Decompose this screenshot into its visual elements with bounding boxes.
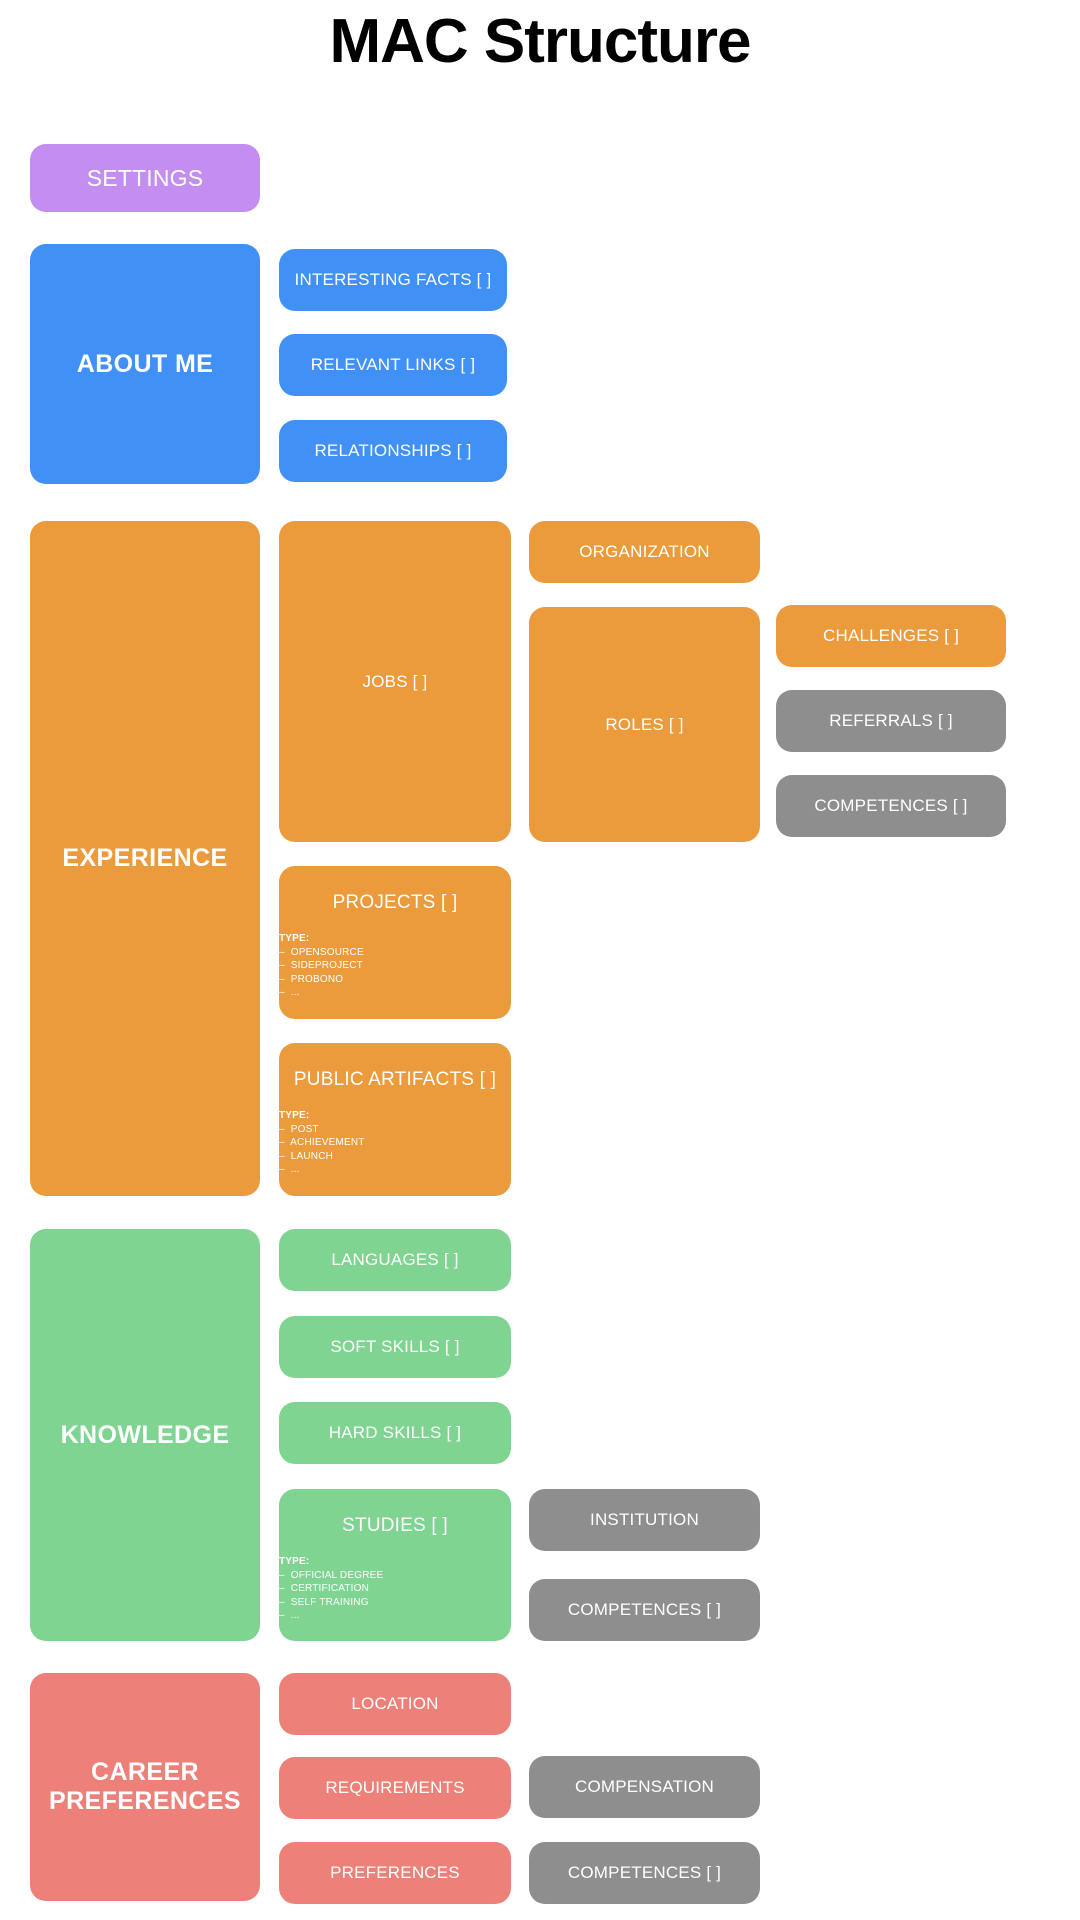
career-preferences-location[interactable]: LOCATION [279, 1673, 511, 1735]
experience-public-artifacts[interactable]: PUBLIC ARTIFACTS [ ] TYPE: – POST – ACHI… [279, 1043, 511, 1196]
experience-organization[interactable]: ORGANIZATION [529, 521, 760, 583]
experience-organization-label: ORGANIZATION [579, 542, 710, 561]
type-item: – ACHIEVEMENT [279, 1137, 365, 1149]
type-item: – SIDEPROJECT [279, 960, 363, 972]
career-preferences-compensation-label: COMPENSATION [574, 1777, 715, 1796]
knowledge-competences[interactable]: COMPETENCES [ ] [529, 1579, 760, 1641]
experience-roles-label: ROLES [ ] [605, 714, 684, 734]
knowledge-studies-type-list: TYPE: – OFFICIAL DEGREE – CERTIFICATION … [279, 1555, 511, 1622]
about-me-relationships-label: RELATIONSHIPS [ ] [314, 441, 472, 460]
type-item: – PROBONO [279, 973, 344, 985]
knowledge-studies-label: STUDIES [ ] [342, 1515, 448, 1536]
knowledge-institution-label: INSTITUTION [590, 1510, 699, 1529]
knowledge-languages[interactable]: LANGUAGES [ ] [279, 1229, 511, 1291]
knowledge-block[interactable]: KNOWLEDGE [30, 1229, 260, 1641]
settings-block[interactable]: SETTINGS [30, 144, 260, 212]
experience-projects-label: PROJECTS [ ] [332, 892, 458, 913]
experience-jobs-label: JOBS [ ] [362, 671, 428, 691]
about-me-relationships[interactable]: RELATIONSHIPS [ ] [279, 420, 507, 482]
experience-block[interactable]: EXPERIENCE [30, 521, 260, 1196]
experience-label: EXPERIENCE [62, 844, 228, 873]
about-me-relevant-links-label: RELEVANT LINKS [ ] [310, 355, 476, 374]
career-preferences-preferences-label: PREFERENCES [330, 1863, 460, 1882]
about-me-interesting-facts-label: INTERESTING FACTS [ ] [294, 270, 492, 289]
type-item: – OFFICIAL DEGREE [279, 1570, 384, 1582]
career-preferences-competences[interactable]: COMPETENCES [ ] [529, 1842, 760, 1904]
experience-roles[interactable]: ROLES [ ] [529, 607, 760, 842]
knowledge-competences-label: COMPETENCES [ ] [567, 1600, 722, 1619]
about-me-block[interactable]: ABOUT ME [30, 244, 260, 484]
career-preferences-label: CAREER PREFERENCES [49, 1758, 241, 1815]
type-item: – OPENSOURCE [279, 947, 364, 959]
career-preferences-compensation[interactable]: COMPENSATION [529, 1756, 760, 1818]
career-preferences-requirements-label: REQUIREMENTS [325, 1778, 465, 1797]
experience-referrals[interactable]: REFERRALS [ ] [776, 690, 1006, 752]
career-preferences-preferences[interactable]: PREFERENCES [279, 1842, 511, 1904]
type-label: TYPE: [279, 1556, 310, 1567]
type-item: – ... [279, 1163, 300, 1175]
type-label: TYPE: [279, 1110, 310, 1121]
knowledge-hard-skills[interactable]: HARD SKILLS [ ] [279, 1402, 511, 1464]
type-item: – ... [279, 1609, 300, 1621]
type-label: TYPE: [279, 933, 310, 944]
about-me-interesting-facts[interactable]: INTERESTING FACTS [ ] [279, 249, 507, 311]
experience-projects[interactable]: PROJECTS [ ] TYPE: – OPENSOURCE – SIDEPR… [279, 866, 511, 1019]
settings-label: SETTINGS [86, 164, 204, 191]
page-title: MAC Structure [329, 7, 751, 76]
type-item: – ... [279, 986, 300, 998]
experience-competences[interactable]: COMPETENCES [ ] [776, 775, 1006, 837]
career-preferences-block[interactable]: CAREER PREFERENCES [30, 1673, 260, 1901]
experience-referrals-label: REFERRALS [ ] [829, 711, 953, 730]
knowledge-label: KNOWLEDGE [60, 1420, 230, 1449]
career-preferences-competences-label: COMPETENCES [ ] [567, 1863, 722, 1882]
experience-public-artifacts-type-list: TYPE: – POST – ACHIEVEMENT – LAUNCH – ..… [279, 1109, 511, 1176]
about-me-label: ABOUT ME [76, 349, 214, 378]
career-preferences-requirements[interactable]: REQUIREMENTS [279, 1757, 511, 1819]
experience-challenges-label: CHALLENGES [ ] [822, 626, 959, 645]
experience-challenges[interactable]: CHALLENGES [ ] [776, 605, 1006, 667]
knowledge-institution[interactable]: INSTITUTION [529, 1489, 760, 1551]
experience-jobs[interactable]: JOBS [ ] [279, 521, 511, 842]
knowledge-hard-skills-label: HARD SKILLS [ ] [328, 1423, 462, 1442]
knowledge-soft-skills[interactable]: SOFT SKILLS [ ] [279, 1316, 511, 1378]
type-item: – CERTIFICATION [279, 1583, 370, 1595]
career-preferences-location-label: LOCATION [351, 1694, 439, 1713]
knowledge-soft-skills-label: SOFT SKILLS [ ] [330, 1337, 460, 1356]
knowledge-languages-label: LANGUAGES [ ] [331, 1250, 459, 1269]
about-me-relevant-links[interactable]: RELEVANT LINKS [ ] [279, 334, 507, 396]
knowledge-studies[interactable]: STUDIES [ ] TYPE: – OFFICIAL DEGREE – CE… [279, 1489, 511, 1641]
type-item: – POST [279, 1124, 319, 1136]
experience-competences-label: COMPETENCES [ ] [814, 796, 968, 815]
type-item: – SELF TRAINING [279, 1596, 369, 1608]
experience-public-artifacts-label: PUBLIC ARTIFACTS [ ] [293, 1069, 497, 1090]
type-item: – LAUNCH [279, 1150, 334, 1162]
experience-projects-type-list: TYPE: – OPENSOURCE – SIDEPROJECT – PROBO… [279, 932, 511, 999]
